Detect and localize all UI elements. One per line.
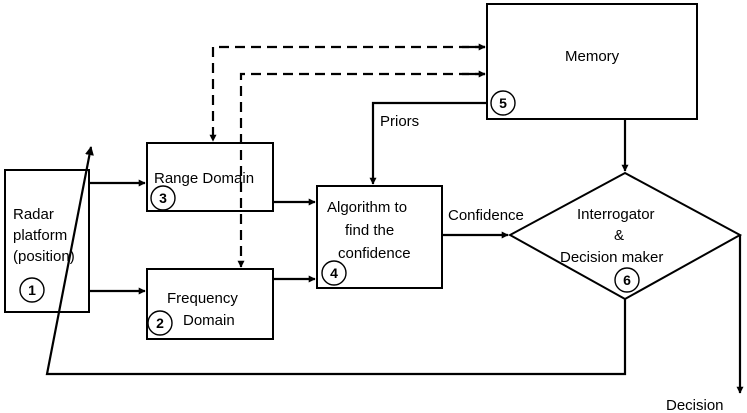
dashed-connectors xyxy=(209,43,486,268)
radar-label-line-2: platform xyxy=(13,227,67,244)
memory-number-badge xyxy=(490,90,516,116)
algorithm-label-line-1: Algorithm to xyxy=(327,199,407,216)
radar-platform-block: Radar platform (position) 1 xyxy=(4,169,90,313)
range-domain-block: Range Domain 3 xyxy=(146,142,274,212)
interrogator-label-line-2: & xyxy=(614,227,624,244)
confidence-label: Confidence xyxy=(448,207,524,224)
feedback-line-to-radar xyxy=(45,146,627,376)
radar-label-line-3: (position) xyxy=(13,248,75,265)
arrow-memory-priors-to-algorithm xyxy=(369,101,487,185)
range-label: Range Domain xyxy=(154,170,254,187)
algorithm-number: 4 xyxy=(330,265,338,281)
dashed-memory-range-link xyxy=(209,45,485,142)
solid-connectors xyxy=(45,101,744,394)
algorithm-number-badge xyxy=(321,260,347,286)
memory-block: Memory 5 xyxy=(486,3,698,120)
priors-label: Priors xyxy=(380,113,419,130)
interrogator-label-line-3: Decision maker xyxy=(560,249,663,266)
range-number-badge xyxy=(150,185,176,211)
radar-number-badge xyxy=(19,277,45,303)
interrogator-label-line-1: Interrogator xyxy=(577,206,655,223)
range-number: 3 xyxy=(159,190,167,206)
interrogator-number-badge xyxy=(614,267,640,293)
frequency-number: 2 xyxy=(156,315,164,331)
interrogator-diamond: Interrogator & Decision maker 6 xyxy=(507,171,743,301)
memory-label: Memory xyxy=(565,48,620,65)
frequency-domain-block: Frequency Domain 2 xyxy=(146,268,274,340)
algorithm-label-line-3: confidence xyxy=(338,245,411,262)
radar-label-line-1: Radar xyxy=(13,206,54,223)
dashed-memory-frequency-link xyxy=(237,72,485,268)
frequency-label-line-2: Domain xyxy=(183,312,235,329)
radar-number: 1 xyxy=(28,282,36,298)
decision-label: Decision xyxy=(666,397,724,413)
algorithm-label-line-2: find the xyxy=(345,222,394,239)
algorithm-block: Algorithm to find the confidence 4 xyxy=(316,185,443,289)
frequency-number-badge xyxy=(147,310,173,336)
memory-number: 5 xyxy=(499,95,507,111)
frequency-label-line-1: Frequency xyxy=(167,290,238,307)
interrogator-number: 6 xyxy=(623,272,631,288)
